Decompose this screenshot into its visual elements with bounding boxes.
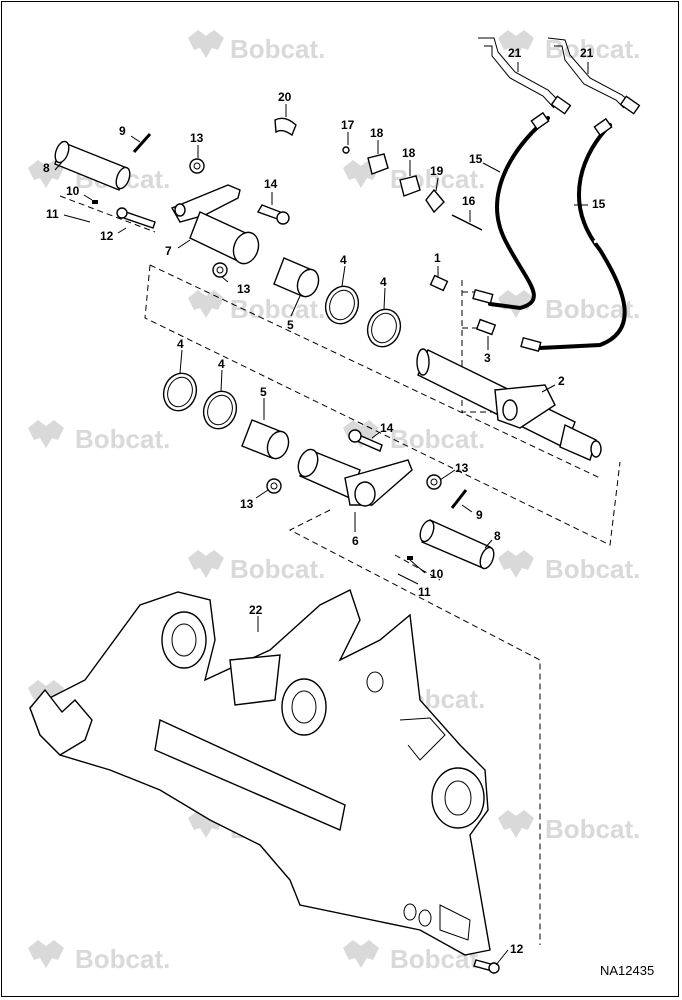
callout-12: 12 xyxy=(510,942,524,956)
callout-11: 11 xyxy=(418,585,431,599)
callout-4: 4 xyxy=(380,275,387,289)
leader-lines xyxy=(54,62,589,966)
callout-6: 6 xyxy=(352,534,359,548)
part-8-pin-lower xyxy=(419,519,495,570)
drawing-code: NA12435 xyxy=(600,963,654,978)
assembly-guide-lines xyxy=(59,195,621,945)
callout-21: 21 xyxy=(580,46,594,60)
callout-4: 4 xyxy=(340,253,347,267)
callout-10: 10 xyxy=(430,567,444,581)
part-7-mounting-bracket xyxy=(170,184,260,265)
watermark-text: Bobcat. xyxy=(545,34,640,64)
callout-13: 13 xyxy=(455,461,469,475)
watermark-logo: Bobcat. xyxy=(28,940,170,974)
part-5-bushing-lower xyxy=(241,419,290,460)
part-4-clamp xyxy=(324,285,360,325)
part-8-pin-upper xyxy=(54,140,131,191)
part-4-clamp xyxy=(366,308,402,348)
callout-15: 15 xyxy=(592,197,606,211)
callout-13: 13 xyxy=(237,282,251,296)
part-2-hydraulic-cylinder xyxy=(416,348,602,461)
callout-2: 2 xyxy=(558,374,565,388)
callout-12: 12 xyxy=(100,229,114,243)
watermark-logo: Bobcat. xyxy=(28,420,170,454)
part-5-bushing-upper xyxy=(273,257,320,298)
watermark-text: Bobcat. xyxy=(545,814,640,844)
watermark-text: Bobcat. xyxy=(390,424,485,454)
callout-9: 9 xyxy=(119,124,126,138)
callout-3: 3 xyxy=(484,351,491,365)
watermark-text: Bobcat. xyxy=(230,294,325,324)
watermark-logo: Bobcat. xyxy=(188,30,325,64)
part-1-fitting xyxy=(429,274,494,305)
callout-21: 21 xyxy=(508,46,522,60)
callout-5: 5 xyxy=(260,385,267,399)
callout-9: 9 xyxy=(476,508,483,522)
small-hardware-16-20 xyxy=(274,117,483,231)
callout-13: 13 xyxy=(240,497,254,511)
watermark-text: Bobcat. xyxy=(230,34,325,64)
callout-13: 13 xyxy=(190,131,204,145)
part-15-hydraulic-hoses xyxy=(488,111,627,350)
callout-14: 14 xyxy=(380,421,394,435)
callout-8: 8 xyxy=(43,161,50,175)
callout-16: 16 xyxy=(462,194,476,208)
callout-4: 4 xyxy=(218,357,225,371)
callout-15: 15 xyxy=(469,152,483,166)
watermark-text: Bobcat. xyxy=(75,424,170,454)
callout-17: 17 xyxy=(341,118,355,132)
callout-4: 4 xyxy=(177,337,184,351)
callout-18: 18 xyxy=(370,126,384,140)
watermark-text: Bobcat. xyxy=(75,944,170,974)
part-4-clamp xyxy=(162,372,198,412)
callout-7: 7 xyxy=(165,244,172,258)
callout-19: 19 xyxy=(430,164,444,178)
part-4-clamp xyxy=(202,390,238,430)
watermark-logo: Bobcat. xyxy=(188,290,325,324)
part-6-mounting-bracket xyxy=(297,448,413,507)
callout-10: 10 xyxy=(66,184,80,198)
part-21-hydraulic-tubes xyxy=(478,37,641,115)
watermark-logo: Bobcat. xyxy=(498,30,640,64)
callouts: 9 8 10 11 12 13 7 13 14 20 17 18 18 19 1… xyxy=(43,46,606,956)
callout-18: 18 xyxy=(402,146,416,160)
callout-5: 5 xyxy=(287,318,294,332)
bolts-and-nuts xyxy=(116,158,500,974)
watermark-logo: Bobcat. xyxy=(188,550,325,584)
callout-22: 22 xyxy=(249,603,263,617)
callout-11: 11 xyxy=(46,207,59,221)
part-10-11-small-parts xyxy=(92,200,413,560)
part-3-fitting xyxy=(475,318,542,353)
part-22-coupler-frame xyxy=(29,589,491,956)
callout-20: 20 xyxy=(278,90,292,104)
callout-1: 1 xyxy=(434,251,441,265)
watermark-text: Bobcat. xyxy=(230,554,325,584)
watermark-logo: Bobcat. xyxy=(498,550,640,584)
callout-8: 8 xyxy=(494,529,501,543)
watermark-text: Bobcat. xyxy=(545,554,640,584)
watermark-logo: Bobcat. xyxy=(498,810,640,844)
part-9-roll-pin xyxy=(132,133,468,509)
callout-14: 14 xyxy=(264,177,278,191)
